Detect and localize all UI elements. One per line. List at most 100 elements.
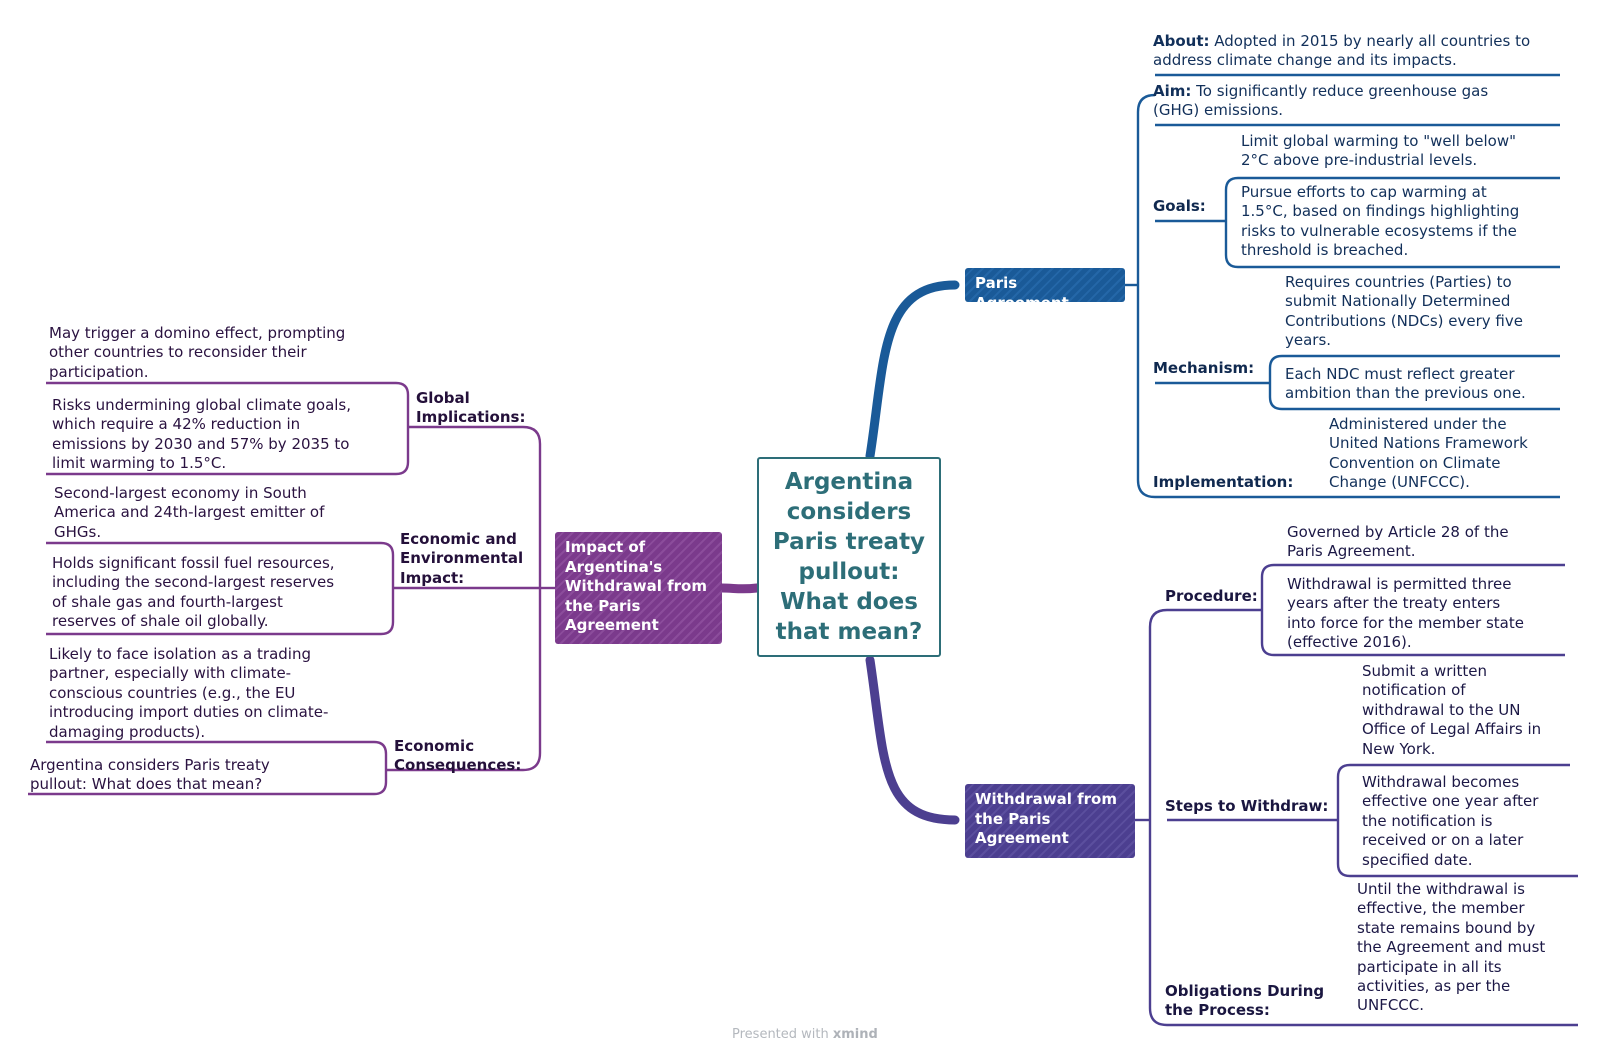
global-2-text-2: which require a 42% reduction in [52, 415, 301, 434]
global-item-1[interactable]: May trigger a domino effect, prompting o… [49, 324, 345, 382]
paris-subtree-lines [1124, 73, 1560, 499]
aim-text-2: (GHG) emissions. [1153, 101, 1284, 120]
obligations-label[interactable]: Obligations During the Process: [1165, 982, 1324, 1021]
eco-2-text-2: including the second-largest reserves [52, 573, 335, 592]
step-1-text-1: Submit a written [1362, 662, 1488, 680]
eco-label-2: Environmental [400, 549, 524, 568]
eco-1-text-2: America and 24th-largest emitter of [54, 503, 325, 522]
cons-2-text-2: pullout: What does that mean? [30, 775, 263, 794]
branch-impact [717, 583, 762, 594]
implementation-item[interactable]: Administered under the United Nations Fr… [1329, 415, 1528, 493]
topic-withdrawal[interactable]: Withdrawal from the Paris Agreement [965, 784, 1135, 858]
global-2-text-4: limit warming to 1.5°C. [52, 454, 227, 473]
eco-label-1: Economic and [400, 530, 517, 548]
impl-text-1: Administered under the [1329, 415, 1507, 433]
goals-label[interactable]: Goals: [1153, 197, 1206, 215]
eco-item-2[interactable]: Holds significant fossil fuel resources,… [52, 554, 335, 632]
step-1-text-2: notification of [1362, 681, 1466, 700]
step-2-text-2: effective one year after [1362, 792, 1539, 811]
step-2-text-3: the notification is [1362, 811, 1493, 830]
procedure-item-1[interactable]: Governed by Article 28 of the Paris Agre… [1287, 523, 1509, 562]
cons-1-text-4: introducing import duties on climate- [49, 703, 329, 722]
proc-2-text-2: years after the treaty enters [1287, 594, 1501, 613]
proc-2-text-3: into force for the member state [1287, 613, 1524, 632]
about-text-2: address climate change and its impacts. [1153, 51, 1457, 70]
oblig-text-7: UNFCCC. [1357, 996, 1425, 1015]
oblig-label-2: the Process: [1165, 1001, 1270, 1020]
withdrawal-subtree-lines [1134, 563, 1578, 1027]
aim-text-1: To significantly reduce greenhouse gas [1191, 82, 1489, 100]
cons-1-text-5: damaging products). [49, 722, 206, 741]
step-item-1[interactable]: Submit a written notification of withdra… [1362, 662, 1541, 759]
proc-2-text-4: (effective 2016). [1287, 633, 1412, 652]
economic-consequences-label[interactable]: Economic Consequences: [394, 737, 521, 776]
goal-2-text-2: 1.5°C, based on findings highlighting [1241, 202, 1520, 221]
goal-1-text-2: 2°C above pre-industrial levels. [1241, 151, 1478, 170]
goal-2-text-3: risks to vulnerable ecosystems if the [1241, 221, 1517, 240]
step-2-text-1: Withdrawal becomes [1362, 773, 1520, 791]
proc-1-text-2: Paris Agreement. [1287, 542, 1416, 561]
cons-label-2: Consequences: [394, 756, 522, 775]
step-1-text-4: Office of Legal Affairs in [1362, 720, 1542, 739]
oblig-text-5: participate in all its [1357, 957, 1502, 976]
footer-credit: Presented with xmind [732, 1027, 878, 1042]
global-1-text-3: participation. [49, 362, 149, 381]
eco-2-text-4: reserves of shale oil globally. [52, 612, 269, 631]
cons-item-1[interactable]: Likely to face isolation as a trading pa… [49, 645, 328, 742]
oblig-text-2: effective, the member [1357, 899, 1525, 918]
oblig-text-3: state remains bound by [1357, 918, 1536, 937]
procedure-label[interactable]: Procedure: [1165, 587, 1258, 605]
global-1-text-1: May trigger a domino effect, prompting [49, 324, 346, 342]
mechanism-item-1[interactable]: Requires countries (Parties) to submit N… [1285, 273, 1523, 351]
topic-impact[interactable]: Impact of Argentina's Withdrawal from th… [555, 532, 722, 644]
cons-1-text-3: conscious countries (e.g., the EU [49, 683, 296, 702]
branch-paris [865, 280, 960, 461]
about-label: About: [1153, 32, 1210, 50]
global-1-text-2: other countries to reconsider their [49, 343, 307, 362]
aim-label: Aim: [1153, 82, 1192, 100]
mech-2-text-2: ambition than the previous one. [1285, 384, 1526, 403]
eco-1-text-1: Second-largest economy in South [54, 484, 307, 502]
implementation-label[interactable]: Implementation: [1153, 473, 1294, 491]
goal-2-text-4: threshold is breached. [1241, 241, 1409, 260]
branch-withdrawal [865, 655, 960, 825]
obligations-item[interactable]: Until the withdrawal is effective, the m… [1357, 880, 1545, 1016]
global-implications-label[interactable]: Global Implications: [416, 389, 525, 428]
global-2-text-1: Risks undermining global climate goals, [52, 396, 352, 414]
step-1-text-5: New York. [1362, 739, 1436, 758]
goal-item-1[interactable]: Limit global warming to "well below" 2°C… [1241, 132, 1516, 171]
oblig-label-1: Obligations During [1165, 982, 1325, 1000]
cons-item-2[interactable]: Argentina considers Paris treaty pullout… [30, 756, 270, 795]
eco-item-1[interactable]: Second-largest economy in South America … [54, 484, 324, 542]
goal-item-2[interactable]: Pursue efforts to cap warming at 1.5°C, … [1241, 183, 1519, 261]
about-item[interactable]: About: Adopted in 2015 by nearly all cou… [1153, 32, 1530, 71]
step-item-2[interactable]: Withdrawal becomes effective one year af… [1362, 773, 1538, 870]
mech-1-text-3: Contributions (NDCs) every five [1285, 311, 1523, 330]
cons-1-text-1: Likely to face isolation as a trading [49, 645, 311, 663]
step-2-text-4: received or on a later [1362, 831, 1524, 850]
global-item-2[interactable]: Risks undermining global climate goals, … [52, 396, 351, 474]
impl-text-3: Convention on Climate [1329, 453, 1501, 472]
central-topic[interactable]: Argentina considers Paris treaty pullout… [757, 457, 941, 657]
aim-item[interactable]: Aim: To significantly reduce greenhouse … [1153, 82, 1488, 121]
cons-1-text-2: partner, especially with climate- [49, 664, 292, 683]
steps-label[interactable]: Steps to Withdraw: [1165, 797, 1329, 815]
impl-text-2: United Nations Framework [1329, 434, 1528, 453]
xmind-logo: xmind [832, 1027, 878, 1042]
economic-environmental-label[interactable]: Economic and Environmental Impact: [400, 530, 523, 588]
mechanism-item-2[interactable]: Each NDC must reflect greater ambition t… [1285, 365, 1526, 404]
global-label-1: Global [416, 389, 470, 407]
goal-1-text-1: Limit global warming to "well below" [1241, 132, 1516, 150]
mechanism-label[interactable]: Mechanism: [1153, 359, 1255, 377]
impl-text-4: Change (UNFCCC). [1329, 473, 1470, 492]
mech-2-text-1: Each NDC must reflect greater [1285, 365, 1515, 383]
topic-paris-agreement[interactable]: Paris Agreement [965, 268, 1125, 312]
step-1-text-3: withdrawal to the UN [1362, 700, 1521, 719]
global-2-text-3: emissions by 2030 and 57% by 2035 to [52, 434, 350, 453]
proc-2-text-1: Withdrawal is permitted three [1287, 575, 1512, 593]
impact-subtree-lines [28, 381, 555, 796]
procedure-item-2[interactable]: Withdrawal is permitted three years afte… [1287, 575, 1524, 653]
cons-2-text-1: Argentina considers Paris treaty [30, 756, 270, 774]
oblig-text-1: Until the withdrawal is [1357, 880, 1525, 898]
